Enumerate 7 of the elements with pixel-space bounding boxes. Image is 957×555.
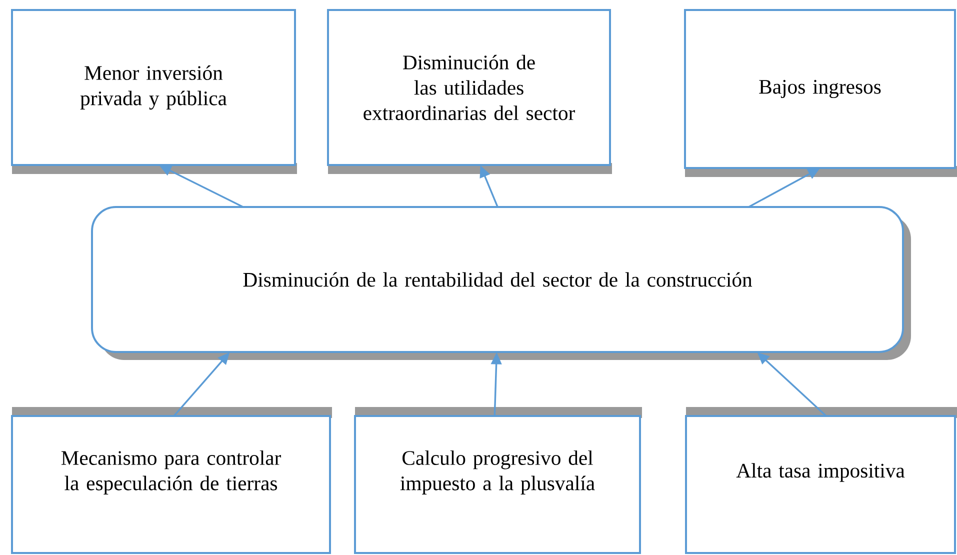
box: Calculo progresivo del impuesto a la plusvalía <box>354 407 642 554</box>
box: Disminución de las utilidades extraordinarias del sector <box>327 9 612 174</box>
box: Bajos ingresos <box>684 9 957 177</box>
box: Alta tasa impositiva <box>685 407 957 554</box>
box: Menor inversión privada y pública <box>11 9 297 174</box>
box: Mecanismo para controlar la especulación de tierras <box>11 407 332 554</box>
rounded-box: Disminución de la rentabilidad del sector de la construcción <box>91 206 911 360</box>
